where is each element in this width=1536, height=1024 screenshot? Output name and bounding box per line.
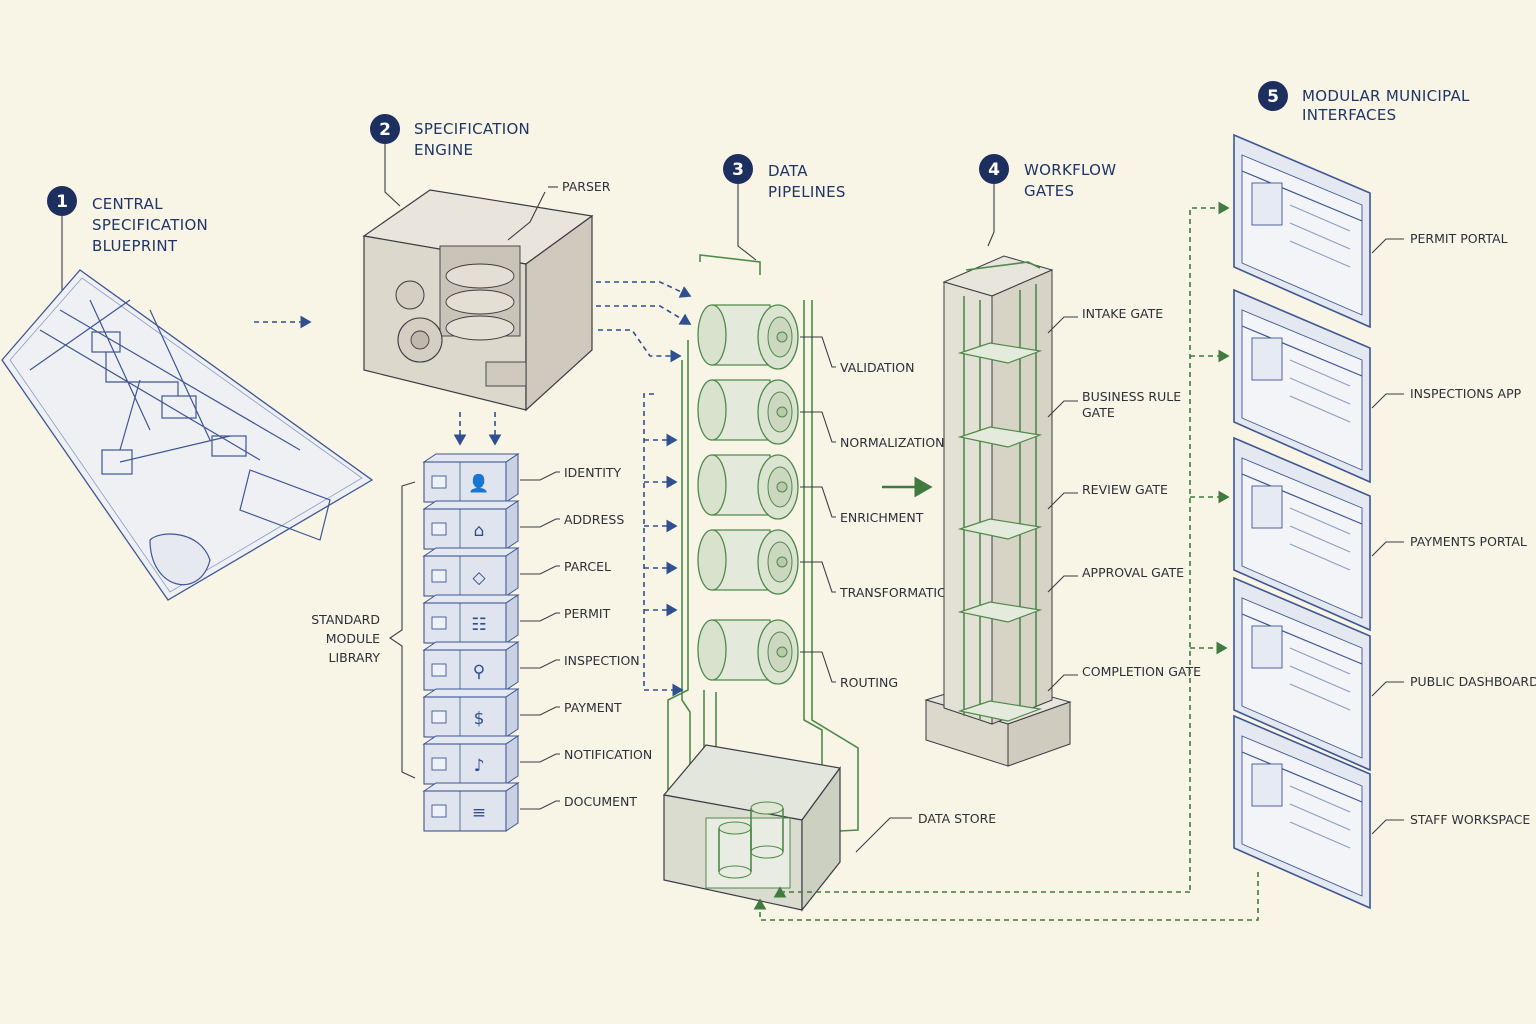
badge-3-number: 3	[732, 160, 744, 180]
interface-permit-portal: PERMIT PORTAL	[1233, 133, 1508, 329]
gate-4: APPROVAL GATE	[957, 565, 1184, 623]
interface-public-dashboard: PUBLIC DASHBOARD	[1233, 576, 1536, 772]
module-stack: 👤 IDENTITY ⌂ ADDRESS ◇ PARCEL ☷ PERMIT ⚲ INSPECTI…	[422, 453, 652, 832]
section-3-title-line-1: DATA	[768, 162, 808, 180]
pipeline-feed-arrows	[643, 393, 684, 697]
land-parcel-icon: ◇	[472, 568, 486, 588]
badge-1	[47, 186, 77, 216]
gate-label-line-2: GATE	[1082, 405, 1115, 420]
module-document: ≡ DOCUMENT	[422, 782, 637, 832]
module-payment: $ PAYMENT	[422, 688, 622, 738]
module-parcel: ◇ PARCEL	[422, 547, 611, 597]
badge-5	[1258, 81, 1288, 111]
pipeline-stage-label: ENRICHMENT	[840, 510, 924, 525]
library-title-line-1: STANDARD	[311, 612, 380, 627]
gate-5: COMPLETION GATE	[957, 664, 1201, 722]
module-label: DOCUMENT	[564, 794, 637, 809]
section-1-title-line-2: SPECIFICATION	[92, 216, 208, 234]
library-title-line-2: MODULE	[326, 631, 380, 646]
badge-5-number: 5	[1267, 87, 1279, 107]
module-label: ADDRESS	[564, 512, 624, 527]
bell-icon: ♪	[474, 756, 485, 776]
badge-4-number: 4	[988, 160, 1000, 180]
interface-payments-portal: PAYMENTS PORTAL	[1233, 436, 1527, 632]
interface-staff-workspace: STAFF WORKSPACE	[1233, 714, 1530, 910]
section-5-title-line-2: INTERFACES	[1302, 106, 1396, 124]
pipeline-stage-label: TRANSFORMATION	[839, 585, 956, 600]
interface-label: PERMIT PORTAL	[1410, 231, 1508, 246]
section-2-title: 2 SPECIFICATION ENGINE	[370, 114, 530, 207]
interface-label: PUBLIC DASHBOARD	[1410, 674, 1536, 689]
gate-label: REVIEW GATE	[1082, 482, 1168, 497]
section-4-title-line-1: WORKFLOW	[1024, 161, 1116, 179]
pipeline-normalization: NORMALIZATION	[697, 379, 945, 450]
badge-2	[370, 114, 400, 144]
badge-3	[723, 154, 753, 184]
magnifier-icon: ⚲	[473, 662, 485, 682]
module-label: PAYMENT	[564, 700, 622, 715]
module-library-title: STANDARD MODULE LIBRARY	[311, 481, 416, 779]
section-2-title-line-1: SPECIFICATION	[414, 120, 530, 138]
section-3-title-line-2: PIPELINES	[768, 183, 846, 201]
feedback-loop	[753, 201, 1259, 921]
gate-label: INTAKE GATE	[1082, 306, 1163, 321]
dollar-coin-icon: $	[474, 709, 485, 729]
gate-label: BUSINESS RULE	[1082, 389, 1181, 404]
pipeline-validation: VALIDATION	[697, 304, 914, 375]
interface-screens: PERMIT PORTAL INSPECTIONS APP PAYMENTS POR…	[1233, 133, 1536, 910]
gate-1: INTAKE GATE	[957, 306, 1163, 364]
person-icon: 👤	[468, 473, 489, 494]
pipeline-routing: ROUTING	[697, 619, 898, 690]
data-store-label: DATA STORE	[918, 811, 996, 826]
section-2-title-line-2: ENGINE	[414, 141, 473, 159]
section-4-title-line-2: GATES	[1024, 182, 1074, 200]
library-title-line-3: LIBRARY	[329, 650, 381, 665]
module-label: PERMIT	[564, 606, 611, 621]
pipeline-stage-label: NORMALIZATION	[840, 435, 945, 450]
module-label: INSPECTION	[564, 653, 640, 668]
parser-label: PARSER	[562, 179, 611, 194]
section-5-title-line-1: MODULAR MUNICIPAL	[1302, 87, 1470, 105]
module-inspection: ⚲ INSPECTION	[422, 641, 640, 691]
section-3-title: 3 DATA PIPELINES	[723, 154, 846, 261]
gate-label: COMPLETION GATE	[1082, 664, 1201, 679]
section-4-title: 4 WORKFLOW GATES	[979, 154, 1116, 247]
blueprint-sheet	[1, 269, 374, 601]
data-store: DATA STORE	[662, 744, 996, 912]
pipeline-transformation: TRANSFORMATION	[697, 529, 956, 600]
pipeline-stage-label: ROUTING	[840, 675, 898, 690]
gate-label: APPROVAL GATE	[1082, 565, 1184, 580]
interface-inspections-app: INSPECTIONS APP	[1233, 288, 1522, 484]
section-1-title-line-1: CENTRAL	[92, 195, 163, 213]
gate-3: REVIEW GATE	[957, 482, 1168, 540]
clipboard-icon: ☷	[471, 615, 486, 635]
badge-2-number: 2	[379, 120, 391, 140]
module-address: ⌂ ADDRESS	[422, 500, 624, 550]
pipeline-stage-label: VALIDATION	[840, 360, 914, 375]
module-notification: ♪ NOTIFICATION	[422, 735, 652, 785]
module-identity: 👤 IDENTITY	[422, 453, 622, 503]
module-label: IDENTITY	[564, 465, 622, 480]
house-icon: ⌂	[474, 521, 485, 541]
section-1-title-line-3: BLUEPRINT	[92, 237, 178, 255]
section-5-title: 5 MODULAR MUNICIPAL INTERFACES	[1258, 81, 1470, 124]
interface-label: PAYMENTS PORTAL	[1410, 534, 1527, 549]
interface-label: STAFF WORKSPACE	[1410, 812, 1530, 827]
pipeline-stages: VALIDATION NORMALIZATION ENRICHMENT TRANSFO…	[697, 304, 956, 690]
badge-4	[979, 154, 1009, 184]
module-permit: ☷ PERMIT	[422, 594, 611, 644]
specification-engine: PARSER	[362, 179, 611, 446]
section-1-title: 1 CENTRAL SPECIFICATION BLUEPRINT	[47, 186, 208, 319]
pipeline-enrichment: ENRICHMENT	[697, 454, 924, 525]
module-label: PARCEL	[564, 559, 611, 574]
document-icon: ≡	[472, 803, 486, 823]
badge-1-number: 1	[56, 192, 68, 212]
module-label: NOTIFICATION	[564, 747, 652, 762]
interface-label: INSPECTIONS APP	[1410, 386, 1522, 401]
